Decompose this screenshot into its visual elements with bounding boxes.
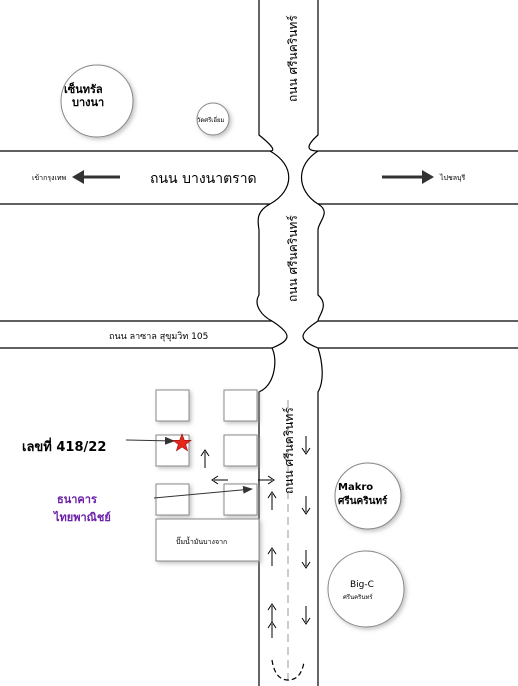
bigc-label-line2: ศรีนครินทร์ — [343, 593, 373, 601]
gas-station-label: ปั๊มน้ำมันบางจาก — [176, 535, 227, 546]
arrow-up-1 — [267, 491, 277, 510]
central-label-line1: เซ็นทรัล — [64, 82, 103, 96]
target-star-icon — [172, 433, 192, 452]
block-6 — [223, 483, 258, 516]
bigc-circle — [327, 550, 405, 628]
arrow-up-alley — [200, 449, 210, 468]
makro-label-line2: ศรีนครินทร์ — [338, 495, 388, 507]
arrow-up-4 — [267, 621, 277, 638]
landmark-circles — [60, 64, 405, 628]
arrow-down-1 — [301, 436, 311, 455]
address-label: เลขที่ 418/22 — [22, 437, 106, 455]
arrow-up-2 — [267, 547, 277, 566]
makro-label-line1: Makro — [338, 482, 373, 493]
gas-station-block — [155, 518, 260, 562]
direction-arrow-right — [382, 170, 434, 184]
direction-label-chonburi: ไปชลบุรี — [439, 173, 465, 182]
address-pointer-line — [125, 436, 175, 445]
arrow-down-3 — [301, 550, 311, 569]
block-1 — [155, 389, 190, 422]
direction-arrow-left — [72, 170, 120, 184]
arrow-right-alley — [258, 475, 275, 485]
block-5 — [155, 483, 190, 516]
road-label-bang-na-trat: ถนน บางนาตราด — [150, 171, 257, 187]
wat-circle — [196, 102, 230, 136]
arrow-down-4 — [301, 606, 311, 625]
lane-arrows — [200, 436, 311, 638]
block-4 — [223, 434, 258, 467]
road-lasalle — [0, 320, 518, 349]
arrow-up-3 — [267, 603, 277, 622]
bigc-label-line1: Big-C — [350, 580, 374, 590]
arrow-down-2 — [301, 496, 311, 515]
makro-circle — [334, 462, 402, 530]
block-2 — [223, 389, 258, 422]
road-bang-na-trat — [0, 150, 518, 205]
road-srinakarin — [256, 0, 325, 686]
central-label-line2: บางนา — [72, 96, 104, 109]
direction-label-bangkok: เข้ากรุงเทพ — [32, 174, 67, 182]
road-label-srinakarin-mid: ถนน ศรีนครินทร์ — [286, 215, 300, 302]
road-label-srinakarin-top: ถนน ศรีนครินทร์ — [286, 15, 300, 102]
arrow-left-alley — [211, 475, 228, 485]
bank-label-line2: ไทยพาณิชย์ — [52, 510, 111, 524]
bank-label-line1: ธนาคาร — [57, 493, 97, 506]
road-label-srinakarin-lower: ถนน ศรีนครินทร์ — [282, 407, 296, 494]
road-label-lasalle: ถนน ลาซาล สุขุมวิท 105 — [109, 331, 208, 342]
building-blocks — [155, 389, 260, 562]
u-turn-arrow — [271, 659, 305, 681]
bank-pointer-line — [153, 485, 253, 499]
central-circle — [60, 64, 134, 138]
wat-label: วัดศรีเอี่ยม — [197, 116, 224, 124]
